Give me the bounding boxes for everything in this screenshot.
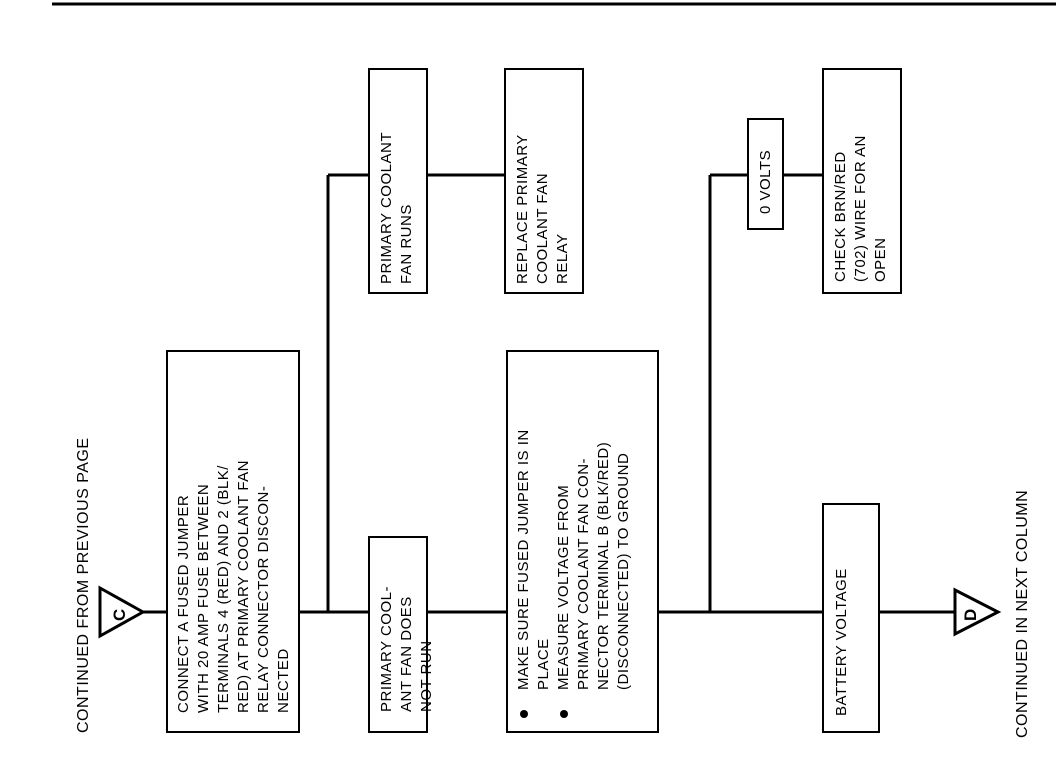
connector-d-label: D: [961, 608, 980, 621]
continued-from-label: CONTINUED FROM PREVIOUS PAGE: [75, 437, 92, 733]
step-connect-jumper-box: [166, 350, 300, 733]
connector-c-label: C: [110, 608, 129, 621]
result-battery-voltage-text: BATTERY VOLTAGE: [833, 568, 850, 716]
action-replace-relay-box: [504, 68, 584, 294]
action-check-wire-text: CHECK BRN/RED (702) WIRE FOR AN OPEN: [832, 135, 889, 282]
step-measure-voltage-text: MAKE SURE FUSED JUMPER IS IN PLACE MEASU…: [514, 429, 634, 720]
result-fan-runs-box: [368, 68, 428, 294]
result-zero-volts-text: 0 VOLTS: [757, 149, 774, 214]
step-connect-jumper-text: CONNECT A FUSED JUMPER WITH 20 AMP FUSE …: [175, 459, 292, 713]
bullet-item: MEASURE VOLTAGE FROM PRIMARY COOLANT FAN…: [554, 429, 634, 720]
bullet-dot: [560, 710, 568, 718]
action-replace-relay-text: REPLACE PRIMARY COOLANT FAN RELAY: [514, 134, 571, 284]
connector-d-triangle: [953, 587, 1002, 637]
continued-next-label: CONTINUED IN NEXT COLUMN: [1014, 489, 1031, 738]
connector-c-triangle: [98, 585, 147, 639]
step-measure-voltage-box: [506, 350, 659, 733]
action-check-wire-box: [822, 68, 902, 294]
result-fan-runs-text: PRIMARY COOLANT FAN RUNS: [378, 132, 415, 284]
result-fan-not-run-text: PRIMARY COOL- ANT FAN DOES NOT RUN: [378, 586, 435, 712]
result-zero-volts-box: [747, 118, 784, 230]
result-battery-voltage-box: [822, 503, 880, 733]
result-fan-not-run-box: [368, 536, 428, 733]
bullet-dot: [520, 710, 528, 718]
bullet-item: MAKE SURE FUSED JUMPER IS IN PLACE: [514, 429, 554, 720]
